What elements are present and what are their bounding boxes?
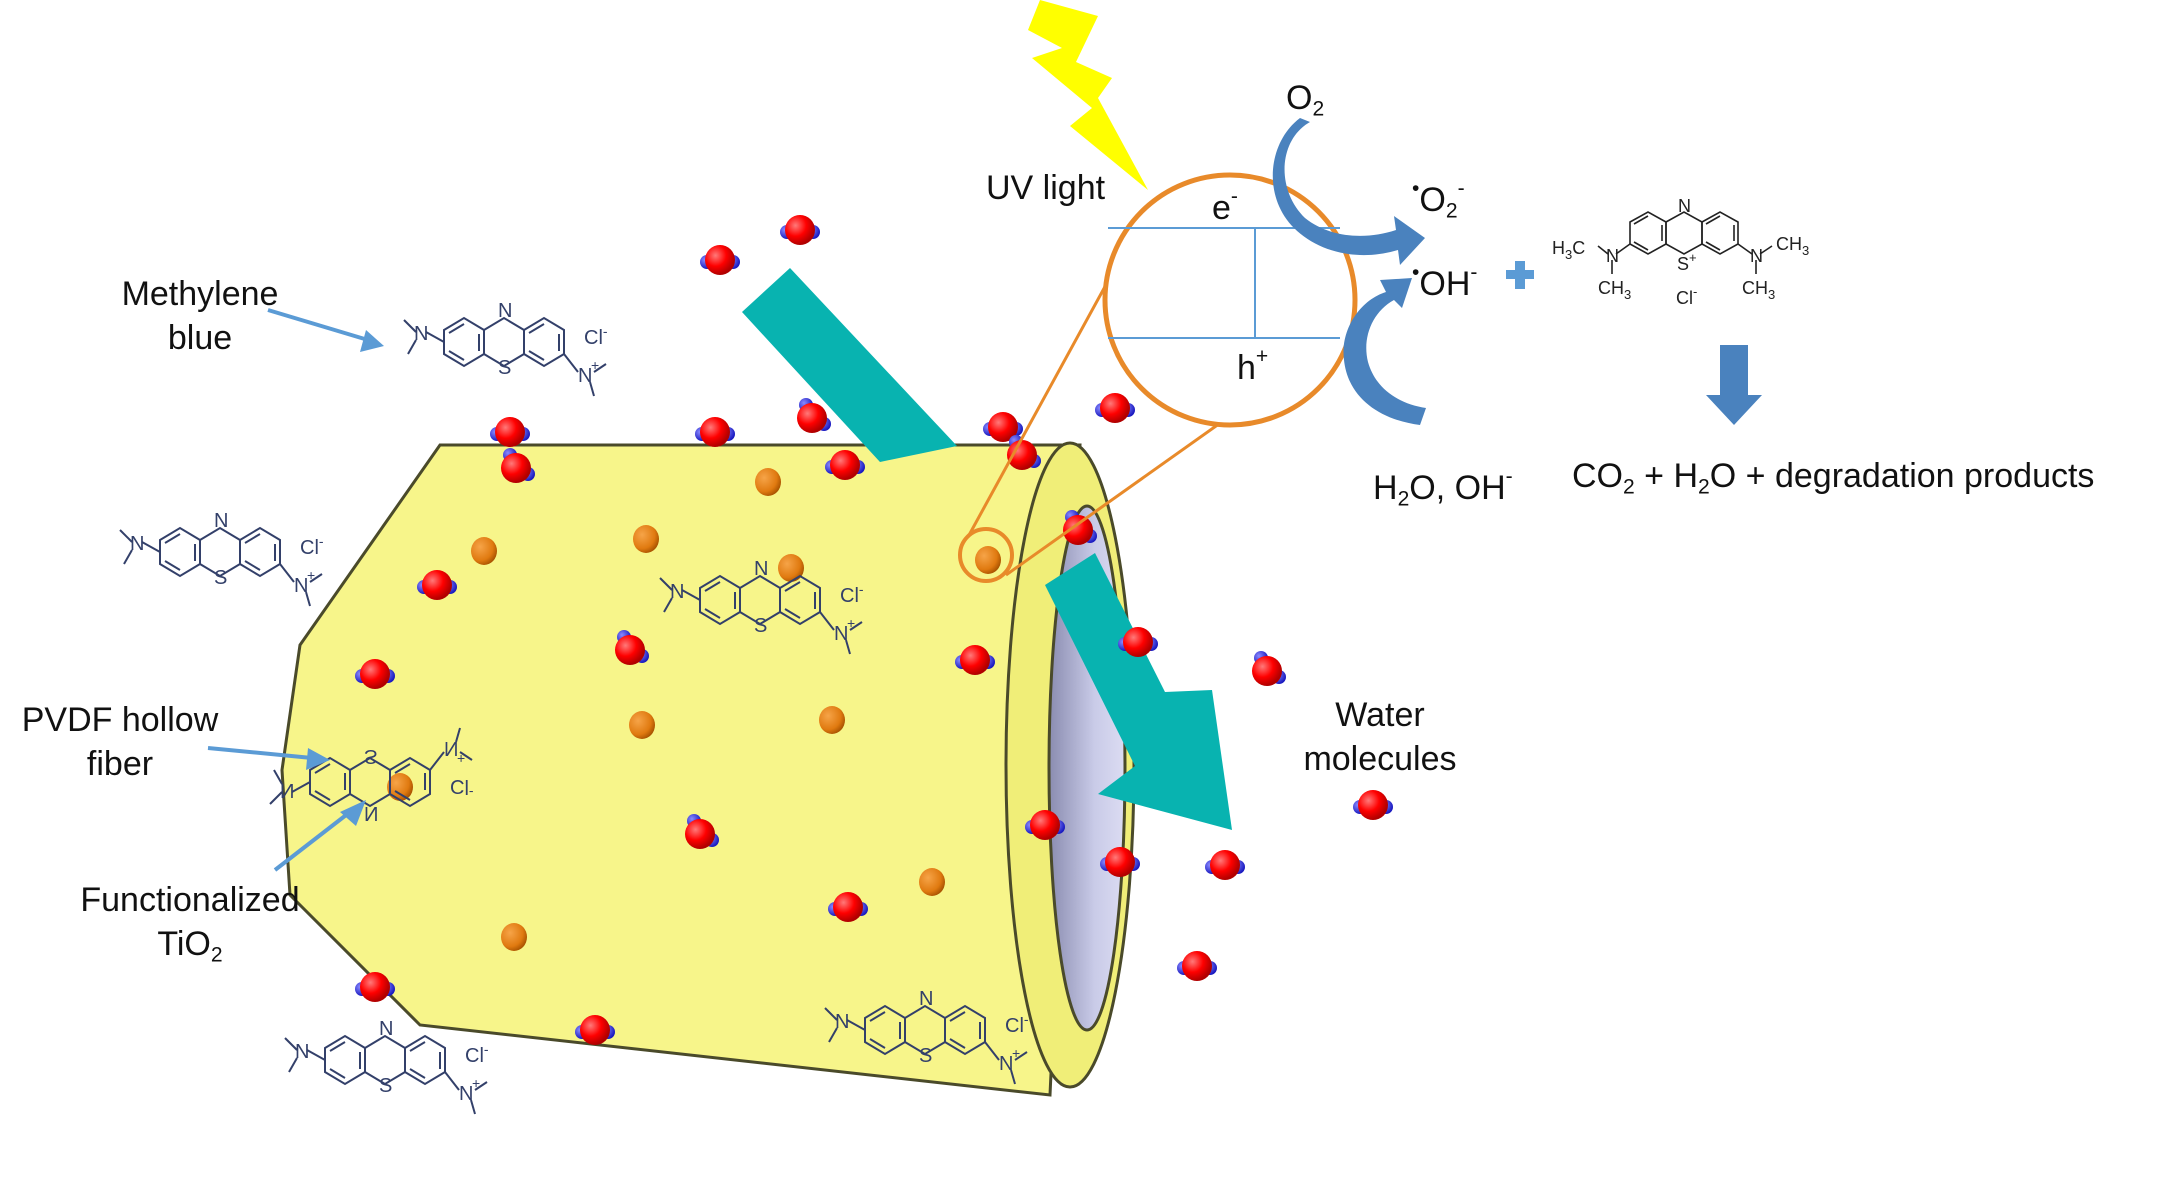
label-superoxide: •O2-	[1412, 177, 1465, 223]
inflow-arrow	[742, 268, 957, 462]
label-o2: O2	[1286, 79, 1325, 121]
label-methylene-blue: Methylene blue	[110, 272, 290, 360]
water-line1: Water	[1335, 696, 1425, 734]
reactant-ch3-right-bottom: CH3	[1742, 278, 1775, 302]
label-electron: e-	[1212, 185, 1238, 227]
reactant-left-n: N	[1606, 246, 1619, 266]
lightning-icon	[1028, 0, 1148, 190]
tio2-line2: TiO2	[157, 925, 223, 967]
label-h2o-oh: H2O, OH-	[1373, 465, 1513, 511]
pvdf-hollow-fiber	[280, 441, 1136, 1097]
pointer-arrows	[207, 308, 384, 872]
outflow-arrow	[1045, 553, 1232, 830]
tio2-line1: Functionalized	[80, 881, 300, 919]
label-functionalized-tio2: Functionalized TiO2	[70, 878, 310, 966]
reactant-ring-n: N	[1678, 196, 1691, 216]
methylene-blue-reactant-icon: N S+ N N H3C CH3 CH3 CH3 Cl-	[1552, 196, 1809, 308]
pvdf-line1: PVDF hollow	[21, 701, 219, 739]
reactant-ch3-left-bottom: CH3	[1598, 278, 1631, 302]
water-line2: molecules	[1303, 740, 1457, 778]
label-hydroxyl-radical: •OH-	[1412, 261, 1478, 303]
reactant-chloride: Cl-	[1676, 284, 1697, 308]
label-water-molecules: Water molecules	[1300, 693, 1460, 781]
methylene-line1: Methylene	[121, 275, 279, 313]
reactant-right-n: N	[1750, 246, 1763, 266]
pvdf-line2: fiber	[86, 745, 154, 783]
reaction-arrows	[1272, 118, 1762, 425]
label-hole: h+	[1237, 345, 1269, 387]
label-uv-light: UV light	[986, 169, 1106, 207]
label-pvdf-fiber: PVDF hollow fiber	[20, 698, 220, 786]
reactant-ring-s: S+	[1677, 250, 1697, 274]
label-products: CO2 + H2O + degradation products	[1572, 457, 2095, 499]
reactant-h3c: H3C	[1552, 238, 1585, 262]
zoom-callout	[958, 172, 1358, 583]
methylene-line2: blue	[167, 319, 233, 357]
reactant-ch3-right-top: CH3	[1776, 234, 1809, 258]
